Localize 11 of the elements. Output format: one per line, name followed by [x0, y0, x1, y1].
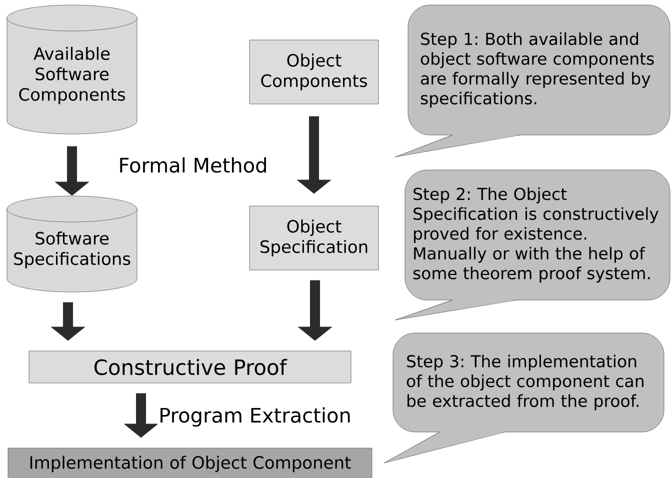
- process-box: Object Specification: [249, 206, 379, 270]
- speech-bubble: Step 1: Both available and object software components are formally represented by specifications.: [394, 4, 670, 158]
- database-cylinder: Available Software Components: [6, 4, 138, 134]
- speech-bubble: Step 2: The Object Specification is constructively proved for existence. Manually or with the help of some theorem proof system.: [394, 170, 670, 320]
- speech-bubble: Step 3: The implementation of the object component can be extracted from the proof.: [384, 332, 664, 464]
- process-box: Object Components: [249, 40, 379, 104]
- process-box: Constructive Proof: [28, 350, 352, 384]
- edge-label: Program Extraction: [160, 407, 350, 427]
- process-box: Implementation of Object Component: [8, 448, 372, 478]
- edge-label: Formal Method: [120, 157, 266, 173]
- database-cylinder: Software Specifications: [6, 196, 138, 292]
